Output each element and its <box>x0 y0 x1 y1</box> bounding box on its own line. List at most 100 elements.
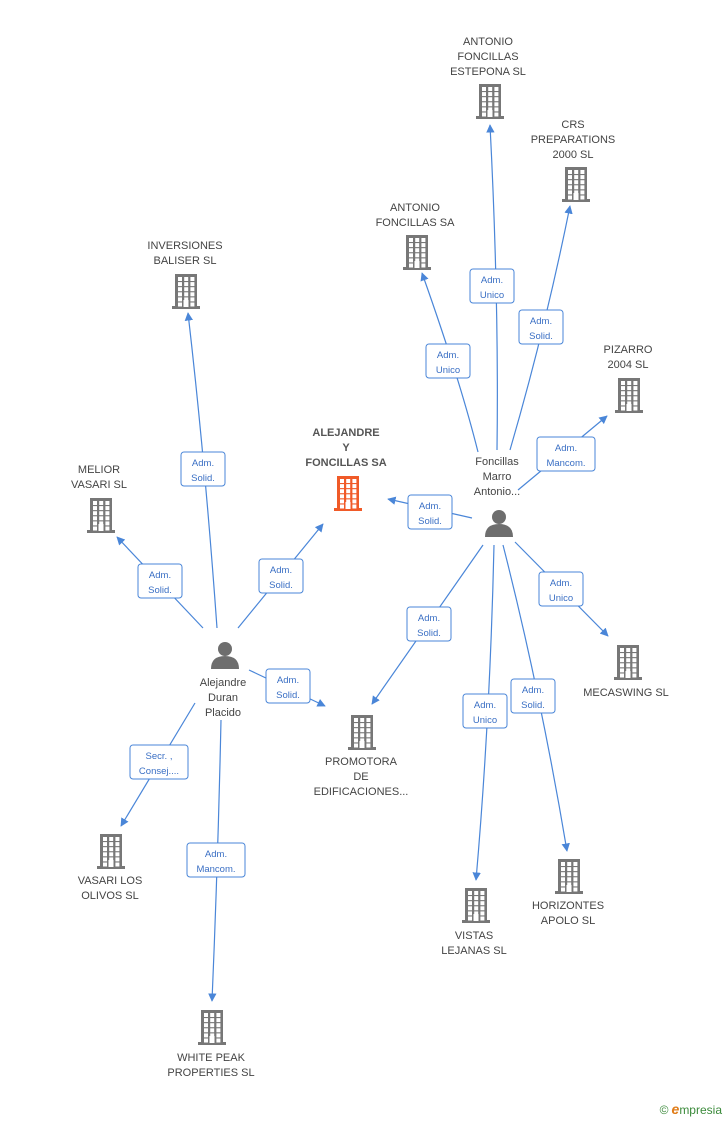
building-window <box>109 847 114 852</box>
building-window <box>354 733 358 738</box>
node-label-line: Foncillas <box>475 456 519 468</box>
building-window <box>627 396 632 401</box>
building-base <box>198 1042 226 1045</box>
edge-label[interactable]: Adm.Mancom. <box>186 842 246 878</box>
edge-label[interactable]: Adm.Solid. <box>137 563 183 599</box>
building-base <box>348 747 376 750</box>
building-window <box>105 511 110 516</box>
building-window <box>210 1033 215 1038</box>
company-node[interactable]: MECASWING SL <box>583 645 669 699</box>
edge-label-box <box>180 451 226 487</box>
edge-label[interactable]: Adm.Solid. <box>265 668 311 704</box>
edge-label[interactable]: Adm.Solid. <box>518 309 564 345</box>
building-window <box>632 668 637 673</box>
building-window <box>409 263 413 268</box>
building-window <box>190 277 195 281</box>
node-label-line: 2000 SL <box>553 149 594 161</box>
edge-label[interactable]: Adm.Solid. <box>510 678 556 714</box>
edge-label[interactable]: Adm.Unico <box>425 343 471 379</box>
building-window <box>627 386 632 391</box>
edge-label-line: Unico <box>480 290 504 301</box>
company-node[interactable]: PROMOTORADEEDIFICACIONES... <box>314 715 409 798</box>
building-window <box>620 663 624 668</box>
building-window <box>415 253 420 258</box>
edge-label[interactable]: Adm.Unico <box>462 693 508 729</box>
edge-label[interactable]: Adm.Solid. <box>407 494 453 530</box>
building-window <box>366 728 371 733</box>
building-window <box>632 663 637 668</box>
building-window <box>99 506 104 511</box>
building-window <box>574 170 579 174</box>
edge-label-line: Mancom. <box>546 458 585 469</box>
building-door <box>359 741 365 748</box>
building-icon <box>615 378 643 413</box>
building-window <box>488 102 493 107</box>
building-window <box>632 658 637 663</box>
building-window <box>480 911 485 916</box>
edge-label-box <box>137 563 183 599</box>
edge-label[interactable]: Adm.Mancom. <box>536 436 596 472</box>
building-window <box>105 516 110 521</box>
building-window <box>366 733 371 738</box>
building-window <box>580 190 585 195</box>
building-window <box>352 484 357 489</box>
building-window <box>567 872 572 877</box>
building-window <box>360 723 365 728</box>
building-window <box>626 653 631 658</box>
building-window <box>352 499 357 504</box>
edge-label-box <box>469 268 515 304</box>
building-window <box>480 891 485 895</box>
building-window <box>421 243 426 248</box>
person-node[interactable]: FoncillasMarroAntonio... <box>474 456 520 537</box>
building-window <box>115 857 120 862</box>
edge-label[interactable]: Adm.Unico <box>469 268 515 304</box>
edge-label[interactable]: Adm.Solid. <box>258 558 304 594</box>
edge-label-line: Adm. <box>149 570 171 581</box>
building-door <box>414 261 420 268</box>
edge-label[interactable]: Adm.Solid. <box>406 606 452 642</box>
building-window <box>573 872 578 877</box>
edge-label-line: Solid. <box>417 628 441 639</box>
node-label-line: Marro <box>483 471 512 483</box>
building-window <box>354 738 358 743</box>
building-window <box>190 297 195 302</box>
building-window <box>494 87 499 91</box>
node-label-line: BALISER SL <box>154 255 217 267</box>
building-window <box>474 891 479 895</box>
building-window <box>621 401 625 406</box>
edge-label[interactable]: Adm.Unico <box>538 571 584 607</box>
building-window <box>340 484 344 489</box>
building-window <box>568 195 572 200</box>
edge-label-box <box>265 668 311 704</box>
edge-label[interactable]: Secr. ,Consej.... <box>129 744 189 780</box>
building-window <box>184 282 189 287</box>
building-window <box>626 658 631 663</box>
building-window <box>346 499 351 504</box>
building-icon <box>614 645 642 680</box>
building-icon <box>348 715 376 750</box>
building-window <box>178 292 182 297</box>
edge-label[interactable]: Adm.Solid. <box>180 451 226 487</box>
building-window <box>103 842 107 847</box>
building-door <box>625 671 631 678</box>
building-window <box>190 287 195 292</box>
building-window <box>415 258 420 263</box>
building-window <box>93 501 97 505</box>
building-icon <box>403 235 431 270</box>
building-window <box>633 391 638 396</box>
edge-label-line: Secr. , <box>146 751 173 762</box>
node-label-line: PROPERTIES SL <box>167 1067 254 1079</box>
building-window <box>488 97 493 102</box>
